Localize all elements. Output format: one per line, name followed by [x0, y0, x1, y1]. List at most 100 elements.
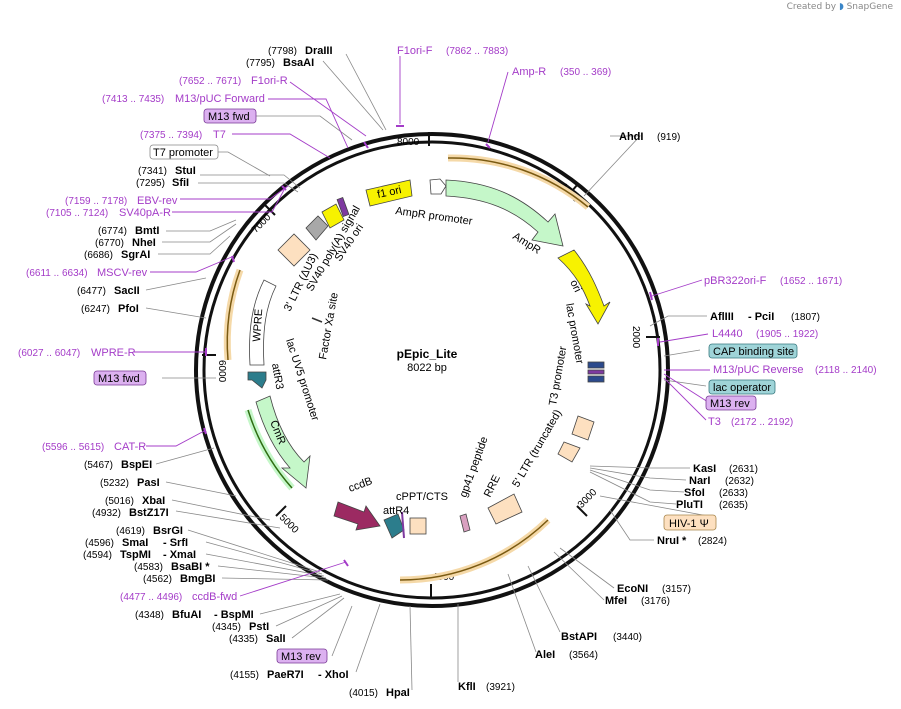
enzyme-bspmi[interactable]: - BspMI [214, 609, 254, 621]
primer-mscv-rev[interactable]: MSCV-rev [97, 267, 148, 279]
enzyme-xhoi[interactable]: - XhoI [318, 669, 349, 681]
leader-paer7i [355, 603, 381, 673]
primer-ccdb-fwd[interactable]: ccdB-fwd [192, 591, 237, 603]
enzyme-nrui[interactable]: NruI * [657, 535, 687, 547]
enzyme-pos-alei: (3564) [569, 650, 598, 661]
leader-pluti [589, 471, 677, 505]
primer-t3[interactable]: T3 [708, 416, 721, 428]
enzyme-srfi[interactable]: - SrfI [163, 537, 188, 549]
cap-binding-site-box[interactable] [708, 343, 798, 359]
enzyme-nhei[interactable]: NheI [132, 237, 156, 249]
label-t3-promoter: T3 promoter [547, 345, 569, 406]
enzyme-afliii[interactable]: AflIII [710, 311, 734, 323]
enzyme-kfli[interactable]: KflI [458, 681, 476, 693]
enzyme-sfoi[interactable]: SfoI [684, 487, 705, 499]
feature-lac-promoter-block-3 [587, 375, 605, 383]
enzyme-xmai[interactable]: - XmaI [163, 549, 196, 561]
primer-pbr322[interactable]: pBR322ori-F [704, 275, 767, 287]
enzyme-sfii[interactable]: SfiI [172, 177, 189, 189]
leader-m13rev2 [663, 373, 709, 403]
site-ccdb-fwd [343, 559, 349, 567]
enzyme-econi[interactable]: EcoNI [617, 583, 648, 595]
enzyme-hpai[interactable]: HpaI [386, 687, 410, 699]
m13-rev-box[interactable] [276, 648, 328, 664]
feature-wpre [249, 279, 277, 366]
enzyme-bsaai[interactable]: BsaAI [283, 57, 314, 69]
m13-fwd-box-2[interactable] [93, 370, 147, 386]
orf-line-bottom [399, 519, 549, 581]
enzyme-mfei[interactable]: MfeI [605, 595, 627, 607]
leader-econi [559, 547, 615, 589]
site-pbr322 [649, 291, 653, 301]
enzyme-tspmi[interactable]: TspMI [120, 549, 151, 561]
enzyme-bstz17i[interactable]: BstZ17I [129, 507, 169, 519]
primer-t7[interactable]: T7 [213, 129, 226, 141]
enzyme-pos-pluti: (2635) [719, 500, 748, 511]
enzyme-pos-bsaai: (7795) [246, 58, 275, 69]
m13-fwd-box-1[interactable] [203, 108, 257, 124]
leader-sgrai [158, 235, 231, 255]
enzyme-sacii[interactable]: SacII [114, 285, 140, 297]
primer-l4440[interactable]: L4440 [712, 328, 743, 340]
primer-f1ori-r[interactable]: F1ori-R [251, 75, 288, 87]
leader-ahdi [583, 135, 641, 197]
enzyme-bsrgi[interactable]: BsrGI [153, 525, 183, 537]
enzyme-stui[interactable]: StuI [175, 165, 196, 177]
primer-m13-puc-fwd[interactable]: M13/pUC Forward [175, 93, 265, 105]
leader-sfii [198, 182, 299, 193]
primer-range-t7: (7375 .. 7394) [140, 130, 202, 141]
enzyme-paer7i[interactable]: PaeR7I [267, 669, 304, 681]
orf-arcs [223, 154, 591, 584]
leader-mfei [553, 551, 605, 601]
enzyme-bsabi[interactable]: BsaBI * [171, 561, 210, 573]
leader-bsabi [217, 565, 327, 579]
enzyme-bspei[interactable]: BspEI [121, 459, 152, 471]
primer-range-mscv-rev: (6611 .. 6634) [26, 268, 88, 279]
m13-rev-box-label: M13 rev [281, 651, 321, 663]
enzyme-pos-tspmi: (4594) [83, 550, 112, 561]
enzyme-alei[interactable]: AleI [535, 649, 555, 661]
t7-promoter-box[interactable] [149, 144, 219, 160]
leader-pasi [165, 481, 237, 497]
primer-amp-r[interactable]: Amp-R [512, 66, 546, 78]
enzyme-sgrai[interactable]: SgrAI [121, 249, 150, 261]
enzyme-kasi[interactable]: KasI [693, 463, 716, 475]
feature-sv40-ori [336, 197, 350, 217]
primer-cat-r[interactable]: CAT-R [114, 441, 146, 453]
tick-3000 [576, 505, 588, 517]
primer-f1ori-f[interactable]: F1ori-F [397, 45, 433, 57]
primer-sv40pa-r[interactable]: SV40pA-R [119, 207, 171, 219]
enzyme-bfuai[interactable]: BfuAI [172, 609, 201, 621]
leader-bstapi [527, 565, 561, 633]
enzyme-pluti[interactable]: PluTI [676, 499, 703, 511]
enzyme-draiii[interactable]: DraIII [305, 45, 333, 57]
leader-cap [663, 349, 701, 357]
enzyme-xbai[interactable]: XbaI [142, 495, 165, 507]
m13-rev-box-2[interactable] [705, 395, 757, 411]
lac-operator-box[interactable] [708, 379, 776, 395]
enzyme-ahdi[interactable]: AhdI [619, 131, 643, 143]
enzyme-sali[interactable]: SalI [266, 633, 286, 645]
enzyme-nari[interactable]: NarI [689, 475, 710, 487]
primer-wpre-r[interactable]: WPRE-R [91, 347, 136, 359]
enzyme-bmti[interactable]: BmtI [135, 225, 159, 237]
enzyme-pos-draiii: (7798) [268, 46, 297, 57]
label-ori: ori [567, 278, 583, 294]
hiv-psi-box[interactable] [663, 514, 717, 531]
feature-right-box-1 [571, 415, 595, 441]
tick-label-5000: 5000 [277, 512, 301, 536]
leader-xbai [171, 499, 271, 521]
enzyme-pasi[interactable]: PasI [137, 477, 160, 489]
primer-m13-puc-rev[interactable]: M13/pUC Reverse [713, 364, 803, 376]
enzyme-smai[interactable]: SmaI [122, 537, 148, 549]
enzyme-bmgbi[interactable]: BmgBI [180, 573, 215, 585]
primer-ebv-rev[interactable]: EBV-rev [137, 195, 178, 207]
enzyme-pfoi[interactable]: PfoI [118, 303, 139, 315]
enzyme-psti[interactable]: PstI [249, 621, 269, 633]
leader-smai [205, 541, 323, 575]
enzyme-pcii[interactable]: - PciI [748, 311, 774, 323]
enzyme-bstapi[interactable]: BstAPI [561, 631, 597, 643]
feature-ampr-promoter [429, 178, 447, 195]
tick-5000 [275, 505, 287, 517]
